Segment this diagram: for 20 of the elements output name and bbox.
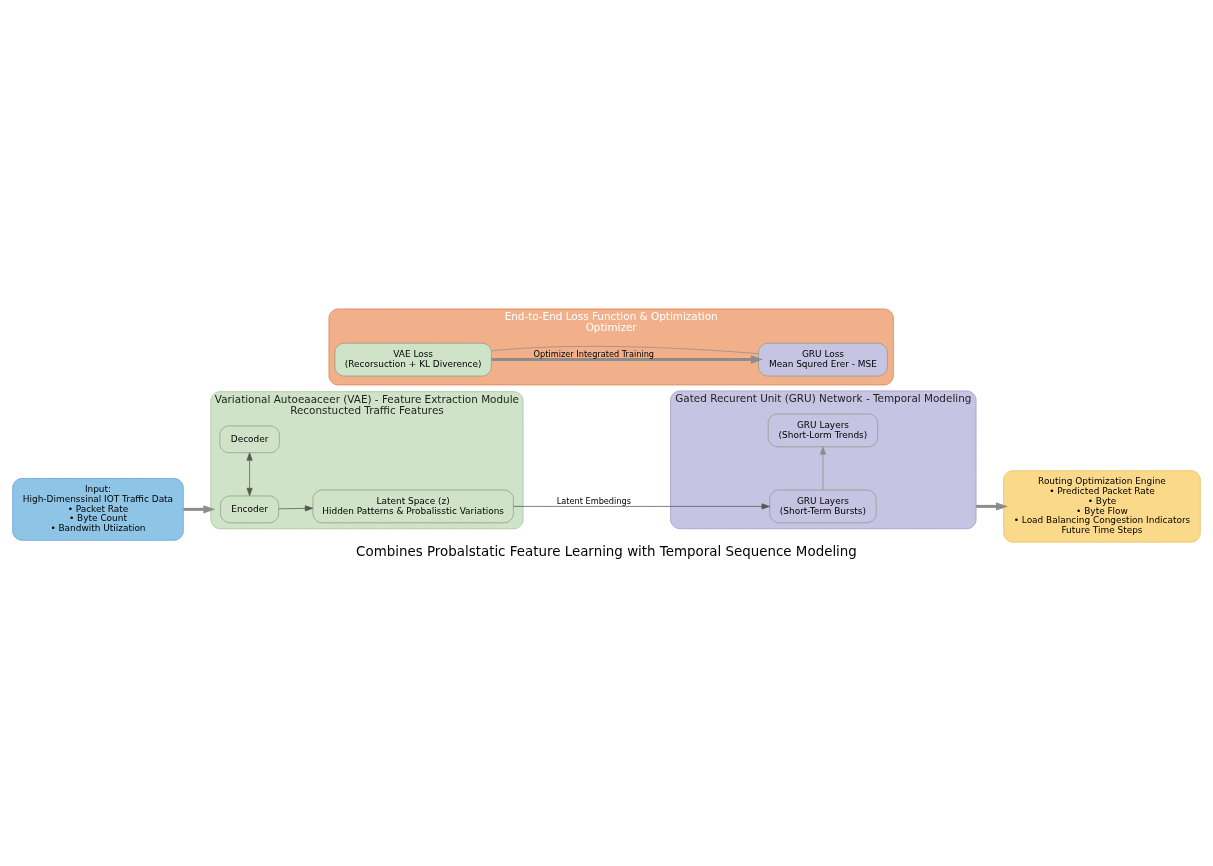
node-box: GRU Loss Mean Squred Erer - MSE [758,342,888,377]
node-box: GRU Layers (Short-Lorm Trends) [767,413,879,448]
arrow [246,452,253,497]
edge-label: Latent Embedings [556,496,632,507]
connector [491,345,759,354]
node-box: Encoder [220,495,280,524]
node-box: Latent Space (z) Hidden Patterns & Probalisstic Variations [312,489,514,524]
caption: Combines Probalstatic Feature Learning with Temporal Sequence Modeling [356,543,857,559]
node-box: GRU Layers (Short-Term Bursts) [769,489,877,524]
arrow [278,505,314,512]
arrow [491,355,763,364]
arrow [976,502,1008,511]
arrow [183,505,216,514]
edge-label: Optimizer Integrated Training [533,349,655,360]
arrow [513,503,770,510]
node-box: VAE Loss (Recorsuction + KL Diverence) [334,342,492,377]
node-box: Decoder [219,425,280,454]
arrow [819,446,826,491]
node-box: Routing Optimization Engine • Predicted Packet Rate • Byte • Byte Flow • Load Balancing Congestion Indicators Future Time Steps [1003,470,1201,543]
node-box: Input: High-Dimenssinal IOT Traffic Data • Packet Rate • Byte Count • Bandwith Utiization [12,478,184,541]
